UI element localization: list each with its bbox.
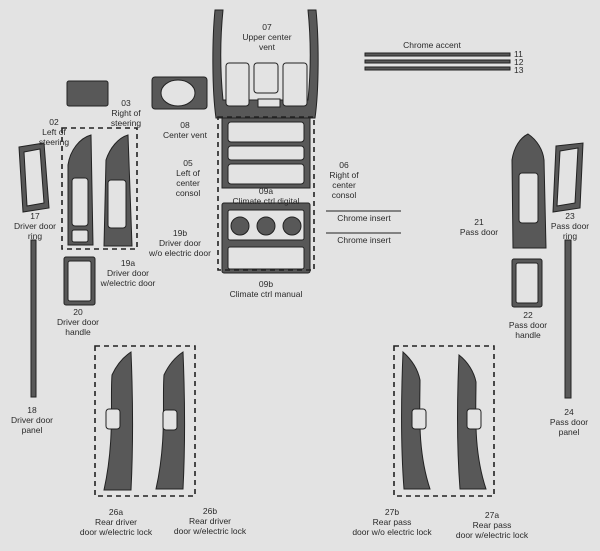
label-07: 07 Upper center vent (242, 22, 292, 52)
part-24-pass-door-panel (564, 239, 572, 399)
label-26a: 26a Rear driver door w/electric lock (79, 507, 153, 537)
label-22: 22 Pass door handle (508, 310, 548, 340)
label-19b: 19b Driver door w/o electric door (149, 228, 211, 258)
label-chrome-insert-1: Chrome insert (337, 213, 391, 223)
part-12-strip (364, 59, 511, 64)
part-19b-driver-door (103, 134, 133, 247)
part-08-center-vent (151, 76, 208, 110)
part-18-driver-door-panel (30, 239, 37, 398)
label-24: 24 Pass door panel (549, 407, 589, 437)
part-27a-rear-pass-door (457, 354, 487, 490)
label-02: 02 Left of steering (38, 117, 70, 147)
label-chrome-insert-2: Chrome insert (337, 235, 391, 245)
part-05-06-center-console (221, 117, 311, 189)
group-outline-05-06 (217, 116, 315, 271)
part-26a-rear-driver-door (103, 351, 133, 491)
label-18: 18 Driver door panel (10, 405, 54, 435)
part-07-upper-center-vent (212, 9, 319, 119)
group-outline-19 (61, 127, 138, 250)
label-06: 06 Right of center consol (329, 160, 359, 200)
label-03: 03 Right of steering (110, 98, 142, 128)
label-08: 08 Center vent (163, 120, 207, 140)
part-11-strip (364, 52, 511, 57)
label-21: 21 Pass door (459, 217, 499, 237)
part-17-driver-door-ring (18, 142, 50, 213)
part-02-piece (66, 80, 109, 107)
label-09b: 09b Climate ctrl manual (229, 279, 303, 299)
label-26b: 26b Rear driver door w/electric lock (173, 506, 247, 536)
label-05: 05 Left of center consol (175, 158, 201, 198)
group-outline-26 (94, 345, 196, 497)
part-09-climate-control (221, 202, 311, 274)
label-chrome-accent: Chrome accent (403, 40, 461, 50)
label-27b: 27b Rear pass door w/o electric lock (352, 507, 432, 537)
label-11-12-13: 11 12 13 (514, 49, 524, 75)
part-23-pass-door-ring (552, 142, 584, 213)
label-17: 17 Driver door ring (13, 211, 57, 241)
part-26b-rear-driver-door (155, 351, 185, 490)
part-27b-rear-pass-door (401, 350, 431, 490)
part-22-pass-door-handle (511, 258, 543, 308)
label-20: 20 Driver door handle (56, 307, 100, 337)
label-19a: 19a Driver door w/electric door (100, 258, 156, 288)
part-20-driver-door-handle (63, 256, 96, 306)
part-21-pass-door (511, 133, 547, 249)
label-09a: 09a Climate ctrl digital (232, 186, 300, 206)
label-27a: 27a Rear pass door w/electric lock (455, 510, 529, 540)
part-13-strip (364, 66, 511, 71)
part-19a-driver-door (67, 134, 94, 246)
group-outline-27 (393, 345, 495, 497)
label-23: 23 Pass door ring (550, 211, 590, 241)
